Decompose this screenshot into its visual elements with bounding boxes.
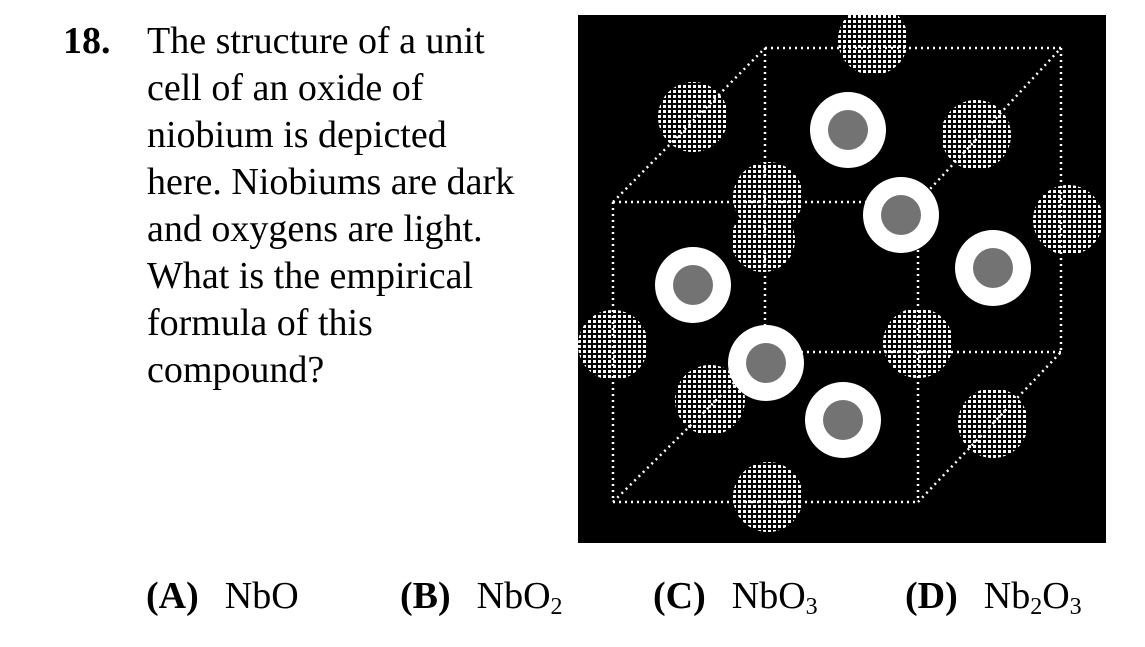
- choice-subscript: 2: [550, 594, 563, 620]
- choice-d: (D) Nb2O3: [905, 573, 1082, 619]
- oxygen-atom: [805, 382, 881, 458]
- question-line: niobium is depicted: [147, 114, 447, 156]
- choice-letter: (A): [146, 575, 199, 617]
- question-line: cell of an oxide of: [147, 67, 424, 109]
- niobium-atom: [658, 82, 728, 152]
- question-line: here. Niobiums are dark: [147, 161, 515, 203]
- niobium-atoms: [578, 15, 1103, 532]
- choice-formula: O: [1042, 575, 1070, 617]
- choice-formula: NbO: [476, 575, 551, 617]
- niobium-atom: [941, 100, 1011, 170]
- niobium-atom: [675, 365, 745, 435]
- niobium-atom: [838, 15, 908, 75]
- niobium-atom: [1033, 185, 1103, 255]
- unit-cell-figure: [578, 15, 1106, 543]
- oxygen-atom: [810, 92, 886, 168]
- niobium-atom: [578, 310, 648, 380]
- choice-letter: (C): [653, 575, 706, 617]
- question-line: formula of this: [147, 302, 373, 344]
- cube-edge: [917, 47, 1062, 203]
- choice-b: (B) NbO2: [400, 573, 563, 619]
- question-line: What is the empirical: [147, 255, 474, 297]
- choice-subscript: 3: [1069, 594, 1082, 620]
- choice-letter: (D): [905, 575, 958, 617]
- question-text: The structure of a unit cell of an oxide…: [147, 18, 567, 394]
- choice-c: (C) NbO3: [653, 573, 818, 619]
- niobium-atom: [883, 308, 953, 378]
- choice-formula: NbO: [224, 575, 299, 617]
- oxygen-atom: [955, 230, 1031, 306]
- niobium-atom: [958, 388, 1028, 458]
- unit-cell-diagram: [578, 15, 1103, 532]
- niobium-atom: [733, 462, 803, 532]
- niobium-atom: [731, 208, 795, 272]
- choice-letter: (B): [400, 575, 451, 617]
- choice-subscript: 3: [805, 594, 818, 620]
- question-number: 18.: [63, 20, 111, 62]
- oxygen-atom: [728, 325, 804, 401]
- question-line: The structure of a unit: [147, 20, 485, 62]
- question-line: and oxygens are light.: [147, 208, 483, 250]
- oxygen-atom: [863, 177, 939, 253]
- choice-subscript: 2: [1030, 594, 1043, 620]
- oxygen-atom: [655, 247, 731, 323]
- question-line: compound?: [147, 349, 325, 391]
- oxygen-atoms: [655, 92, 1031, 458]
- choice-a: (A) NbO: [146, 573, 299, 619]
- choice-formula: Nb: [983, 575, 1031, 617]
- choice-formula: NbO: [731, 575, 806, 617]
